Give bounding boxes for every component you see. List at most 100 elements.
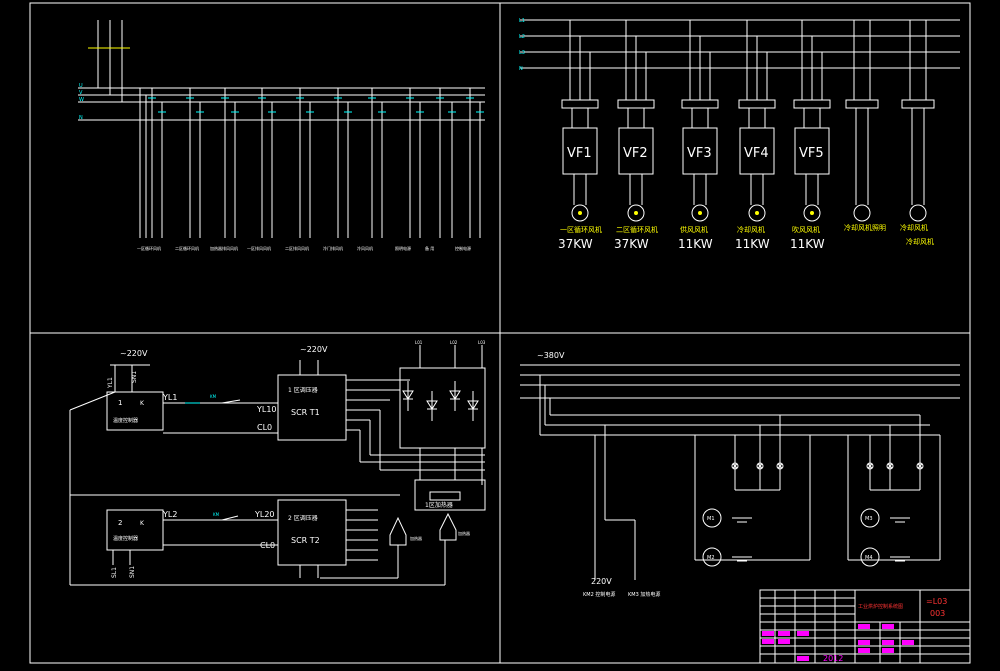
indicator-lamp <box>886 462 894 470</box>
fan-motor: M1 <box>702 508 752 528</box>
bus-label: N <box>79 115 83 121</box>
vfd-power: 37KW <box>558 237 593 251</box>
feeder-label: 冷风风机 <box>357 245 373 251</box>
feeder-label: 照明电源 <box>395 245 411 251</box>
q4-bottom-km2: KM2 控制电源 <box>583 591 615 598</box>
heater-label: 1区加热器 <box>425 501 453 509</box>
svg-text:L2: L2 <box>519 34 525 40</box>
vfd-name: 二区循环风机 <box>616 225 658 234</box>
feeder: 一区循环风机 <box>137 88 166 251</box>
q4-voltage: ~380V <box>537 351 565 360</box>
q4-fan-control-diagram: ~380V <box>520 351 960 598</box>
feeder-label: 备 用 <box>425 245 434 251</box>
fan-motor: M2 <box>702 547 752 567</box>
feeder-label: 冷门排风机 <box>323 245 343 251</box>
title-project: 工业烘炉控制系统图 <box>858 603 903 610</box>
unit1-box: K <box>140 400 145 407</box>
title-block-cell <box>762 631 774 636</box>
heater-tag-2: 加热器 <box>458 530 470 536</box>
unit1-cl: CL0 <box>257 423 272 432</box>
title-block-cell <box>778 639 790 644</box>
vfd-name: 一区循环风机 <box>560 225 602 234</box>
feeder-label: 控制电源 <box>455 245 471 251</box>
unit2-sn: SN1 <box>129 566 136 578</box>
unit2-yl: YL2 <box>162 510 177 519</box>
q3-voltage-left: ~220V <box>120 349 148 358</box>
terminal-l03: L03 <box>478 340 486 345</box>
feeder: 二区排风风机 <box>285 88 314 251</box>
unit2-box: K <box>140 520 145 527</box>
q1-distribution-diagram: UVWN 一区循环风机二区循环风机加热器排风风机一区排风风机二区排风风机冷门排风… <box>78 20 485 251</box>
q4-bottom-220v: 220V <box>591 577 612 586</box>
svg-text:L1: L1 <box>519 18 525 24</box>
vfd-tag: VF5 <box>799 146 824 161</box>
unit1-yl: YL1 <box>162 393 177 402</box>
km-contact-1: KM <box>210 394 217 399</box>
feeder: 控制电源 <box>455 88 484 251</box>
unit1-caption: 温度控制器 <box>113 417 138 424</box>
vfd-tag: VF1 <box>567 146 592 161</box>
vfd-power: 11KW <box>678 237 713 251</box>
vfd-name: 供风风机 <box>680 225 708 234</box>
terminal-l02: L02 <box>450 340 458 345</box>
svg-text:L3: L3 <box>519 50 525 56</box>
fan-label: M4 <box>865 555 873 561</box>
q3-scr-control-diagram: ~220V ~220V <box>69 340 486 586</box>
feeder: 一区排风风机 <box>247 88 276 251</box>
title-block-cell <box>778 631 790 636</box>
feeder-label: 一区循环风机 <box>137 245 161 251</box>
feeder-label: 一区排风风机 <box>247 245 271 251</box>
title-year: 2012 <box>823 654 843 663</box>
fan-label: M3 <box>865 516 873 522</box>
q2-vfd-diagram: L1 L2 L3 N VF1一区循环风机37KWVF2二区循环风机37KWVF3… <box>519 18 960 251</box>
feeder-label: 加热器排风风机 <box>210 245 238 251</box>
title-block: 工业烘炉控制系统图 =L03 003 2012 <box>759 589 971 664</box>
title-block-cell <box>797 631 809 636</box>
bus-label: W <box>79 97 84 103</box>
bus-label: U <box>79 83 83 89</box>
vfd-tag: VF4 <box>744 146 769 161</box>
title-block-cell <box>902 640 914 645</box>
unit2-caption: 温度控制器 <box>113 535 138 542</box>
title-block-cell <box>762 639 774 644</box>
indicator-lamp <box>776 462 784 470</box>
unit2-yl-out: YL20 <box>254 510 275 519</box>
feeder: 冷风风机 <box>357 88 386 251</box>
vfd-power: 11KW <box>790 237 825 251</box>
feeder-label: 二区排风风机 <box>285 245 309 251</box>
direct-load: 冷却风机照明 <box>844 20 886 232</box>
unit1-sn: SN1 <box>131 371 138 383</box>
unit2-cl: CL0 <box>260 541 275 550</box>
terminal-l01: L01 <box>415 340 423 345</box>
scr2-title: 2 区调压器 <box>288 514 318 522</box>
km-contact-2: KM <box>213 512 220 517</box>
title-block-cell <box>858 648 870 653</box>
vfd-tag: VF2 <box>623 146 648 161</box>
heater-tag-1: 加热器 <box>410 535 422 541</box>
unit2-sl: SL1 <box>111 567 118 578</box>
title-block-cell <box>797 656 809 661</box>
unit1-yl-side: YL1 <box>107 377 114 389</box>
fan-motor: M4 <box>860 547 910 567</box>
svg-text:N: N <box>519 66 523 72</box>
thyristor-symbol <box>402 381 414 411</box>
feeder-label: 二区循环风机 <box>175 245 199 251</box>
vfd-drive: VF1 一区循环风机 37KW <box>558 20 602 251</box>
unit2-num: 2 <box>118 519 122 527</box>
scr2-name: SCR T2 <box>291 536 320 545</box>
thyristor-symbol <box>449 381 461 411</box>
indicator-lamp <box>866 462 874 470</box>
fan-label: M1 <box>707 516 715 522</box>
title-block-cell <box>882 648 894 653</box>
thyristor-symbol <box>467 391 479 421</box>
scr1-name: SCR T1 <box>291 408 320 417</box>
feeder: 加热器排风风机 <box>210 88 239 251</box>
title-block-cell <box>858 624 870 629</box>
indicator-lamp <box>916 462 924 470</box>
unit1-num: 1 <box>118 399 122 407</box>
